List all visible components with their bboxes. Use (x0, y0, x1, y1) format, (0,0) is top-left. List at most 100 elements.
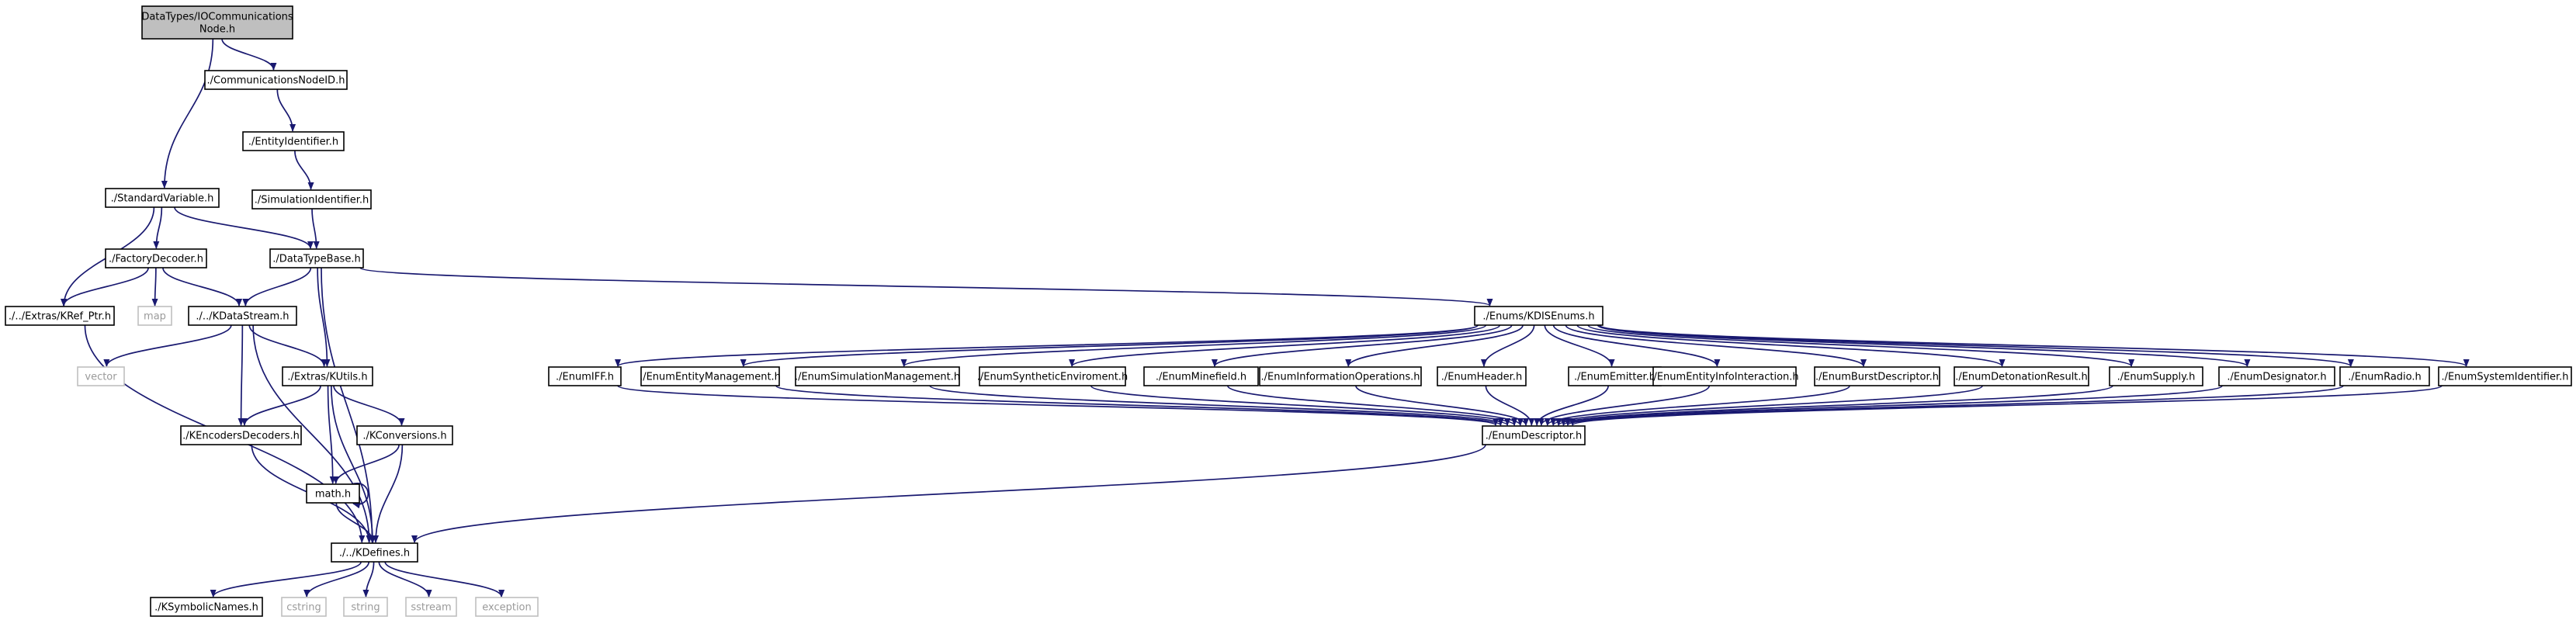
node-eradio[interactable]: ./EnumRadio.h (2339, 366, 2430, 386)
node-kconv[interactable]: ./KConversions.h (356, 425, 453, 445)
node-kencdec[interactable]: ./KEncodersDecoders.h (180, 425, 302, 445)
node-edesig[interactable]: ./EnumDesignator.h (2218, 366, 2335, 386)
node-label: DataTypes/IOCommunications (141, 12, 293, 23)
node-math[interactable]: math.h (306, 483, 360, 504)
edge-dtbase-to-kdatastream (242, 267, 312, 307)
node-string[interactable]: string (343, 597, 388, 617)
edge-eentinfo-to-edesc (1538, 385, 1711, 426)
node-kutils[interactable]: ./Extras/KUtils.h (282, 366, 373, 386)
node-box (137, 306, 172, 326)
edge-dtbase-to-kdisenums (359, 267, 1493, 307)
node-label: ./SimulationIdentifier.h (255, 195, 369, 206)
node-eemitter[interactable]: ./EnumEmitter.h (1568, 366, 1662, 386)
node-simid[interactable]: ./SimulationIdentifier.h (251, 189, 372, 210)
node-eiff[interactable]: ./EnumIFF.h (548, 366, 622, 386)
node-box (795, 366, 960, 386)
node-eheader[interactable]: ./EnumHeader.h (1437, 366, 1527, 386)
node-kdefines[interactable]: ./../KDefines.h (331, 542, 418, 563)
node-label: ./EnumInformationOperations.h (1261, 372, 1420, 383)
node-box (281, 597, 327, 617)
node-box (2109, 366, 2203, 386)
node-box (105, 188, 220, 208)
edge-kdisenums-to-einfoops (1345, 324, 1524, 367)
node-cstring[interactable]: cstring (281, 597, 327, 617)
node-box (282, 366, 373, 386)
node-eentinfo[interactable]: ./EnumEntityInfoInteraction.h (1650, 366, 1799, 386)
node-label: Node.h (199, 24, 235, 36)
node-esysid[interactable]: ./EnumSystemIdentifier.h (2438, 366, 2572, 386)
node-label: ./FactoryDecoder.h (109, 254, 203, 265)
edge-simid-to-dtbase (311, 208, 320, 249)
node-edeton[interactable]: ./EnumDetonationResult.h (1954, 366, 2089, 386)
node-entityid[interactable]: ./EntityIdentifier.h (242, 131, 345, 151)
node-box (141, 5, 293, 40)
edge-kdisenums-to-eentinfo (1552, 324, 1721, 367)
node-eentmgmt[interactable]: ./EnumEntityManagement.h (640, 366, 781, 386)
node-box (242, 131, 345, 151)
node-esynth[interactable]: ./EnumSyntheticEnviroment.h (977, 366, 1128, 386)
node-label: ./KSymbolicNames.h (154, 602, 258, 614)
node-label: ./EnumBurstDescriptor.h (1815, 372, 1939, 383)
node-box (1474, 306, 1603, 326)
edge-kdefines-to-exception (384, 561, 505, 597)
node-label: ./KConversions.h (362, 431, 446, 442)
node-box (5, 306, 115, 326)
node-label: ./EnumSyntheticEnviroment.h (977, 372, 1128, 383)
edge-factory-to-map (151, 267, 158, 307)
node-eburst[interactable]: ./EnumBurstDescriptor.h (1814, 366, 1940, 386)
edge-kdisenums-to-edeton (1576, 324, 2006, 367)
node-krefptr[interactable]: ./../Extras/KRef_Ptr.h (5, 306, 115, 326)
node-commnodeid[interactable]: ./CommunicationsNodeID.h (204, 70, 348, 90)
node-box (2438, 366, 2572, 386)
node-esimmgmt[interactable]: ./EnumSimulationManagement.h (795, 366, 960, 386)
edge-esimmgmt-to-edesc (929, 385, 1510, 426)
edge-stdvar-to-dtbase (174, 206, 314, 249)
node-label: ./EnumHeader.h (1441, 372, 1522, 383)
edge-eheader-to-edesc (1485, 385, 1535, 426)
node-box (548, 366, 622, 386)
node-box (269, 248, 364, 268)
edge-kdisenums-to-eburst (1565, 324, 1867, 367)
node-box (1814, 366, 1940, 386)
edge-kdisenums-to-eiff (615, 324, 1479, 367)
node-label: exception (482, 602, 532, 614)
node-esupply[interactable]: ./EnumSupply.h (2109, 366, 2203, 386)
node-kdatastream[interactable]: ./../KDataStream.h (188, 306, 297, 326)
node-dtbase[interactable]: ./DataTypeBase.h (269, 248, 364, 268)
edge-factory-to-krefptr (61, 267, 149, 307)
node-edesc[interactable]: ./EnumDescriptor.h (1482, 425, 1586, 445)
node-box (343, 597, 388, 617)
node-kdisenums[interactable]: ./Enums/KDISEnums.h (1474, 306, 1603, 326)
node-ksym[interactable]: ./KSymbolicNames.h (150, 597, 263, 617)
node-box (2339, 366, 2430, 386)
node-label: ./../Extras/KRef_Ptr.h (9, 311, 111, 323)
node-sstream[interactable]: sstream (405, 597, 457, 617)
edge-kutils-to-math (327, 385, 336, 484)
node-label: vector (85, 372, 117, 383)
node-label: ./../KDefines.h (339, 548, 410, 559)
edge-dtbase-to-kutils (317, 267, 331, 367)
edge-eiff-to-edesc (617, 385, 1499, 426)
node-einfoops[interactable]: ./EnumInformationOperations.h (1259, 366, 1422, 386)
node-label: ./EnumRadio.h (2348, 372, 2422, 383)
edge-kutils-to-kencdec (241, 385, 321, 426)
node-emine[interactable]: ./EnumMinefield.h (1143, 366, 1259, 386)
node-stdvar[interactable]: ./StandardVariable.h (105, 188, 220, 208)
edge-math-to-kdefines (335, 502, 376, 543)
node-box (204, 70, 348, 90)
node-box (1568, 366, 1662, 386)
node-label: ./StandardVariable.h (111, 193, 214, 205)
node-factory[interactable]: ./FactoryDecoder.h (105, 248, 207, 268)
node-map[interactable]: map (137, 306, 172, 326)
node-vector[interactable]: vector (77, 366, 125, 386)
node-box (1954, 366, 2089, 386)
node-label: ./EnumDesignator.h (2227, 372, 2326, 383)
node-box (180, 425, 302, 445)
node-exception[interactable]: exception (475, 597, 539, 617)
node-box (2218, 366, 2335, 386)
node-label: ./../KDataStream.h (196, 311, 289, 323)
edge-kdisenums-to-esysid (1599, 324, 2470, 367)
